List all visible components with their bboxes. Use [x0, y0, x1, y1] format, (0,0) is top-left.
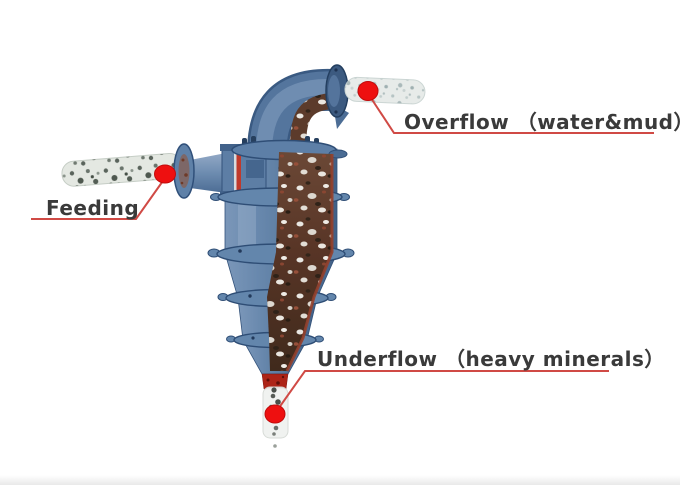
- overflow-pipe: [344, 76, 426, 105]
- feed-assembly: [61, 143, 226, 199]
- feed-connector-pipe: [190, 153, 226, 193]
- feed-box-red-stripe: [236, 151, 241, 191]
- overflow-leader-line: [368, 94, 654, 134]
- overflow-marker-dot: [357, 81, 379, 101]
- overflow-label: Overflow （water&mud）: [404, 110, 680, 134]
- feed-box-white-stripe: [234, 151, 237, 191]
- leader-lines: [31, 94, 654, 413]
- feed-pipe: [61, 152, 183, 187]
- feed-flange: [173, 143, 195, 199]
- underflow-marker-dot: [264, 404, 286, 424]
- cutaway-rim: [285, 154, 334, 372]
- feeding-marker-dot: [154, 164, 176, 184]
- underflow-leader-line: [275, 370, 609, 413]
- cutaway-panel: [267, 152, 334, 372]
- overflow-flange: [325, 64, 349, 118]
- bottom-shadow-strip: [0, 475, 680, 485]
- underflow-label: Underflow （heavy minerals）: [317, 347, 665, 371]
- feeding-leader-line: [31, 177, 166, 220]
- feeding-label: Feeding: [46, 196, 140, 220]
